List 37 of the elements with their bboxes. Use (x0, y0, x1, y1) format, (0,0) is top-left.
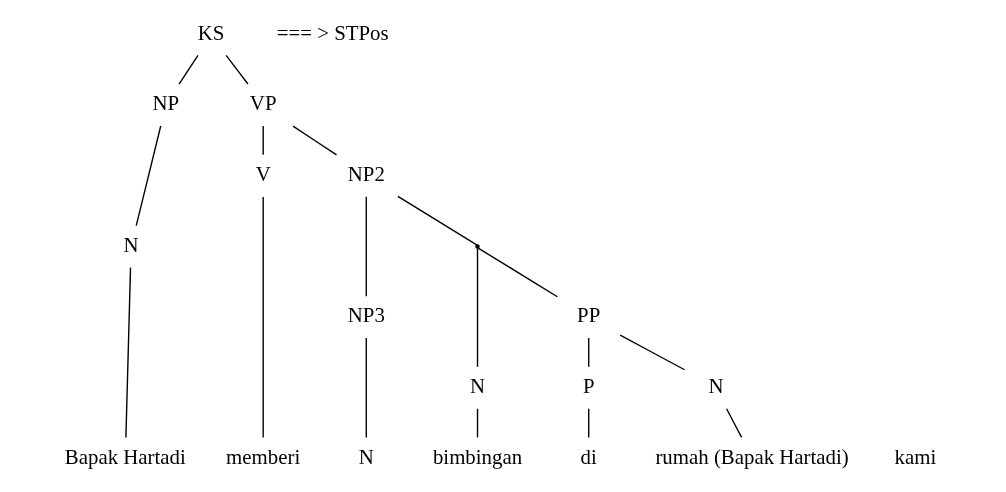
node-text: bimbingan (432, 444, 523, 469)
label: === > STPos (276, 20, 389, 45)
connector (476, 407, 479, 438)
node-text: NP3 (347, 302, 385, 327)
connector (477, 246, 559, 297)
label: kami (894, 444, 937, 469)
node-text: PP (577, 302, 601, 327)
node-text: memberi (226, 444, 301, 469)
connector (125, 266, 132, 438)
connector (397, 195, 478, 246)
node-text: P (582, 373, 595, 398)
connector (225, 54, 249, 85)
node-text: N (123, 232, 139, 257)
connector (262, 124, 264, 155)
node-text: VP (249, 90, 277, 115)
connector (135, 124, 162, 226)
connector (292, 124, 338, 156)
node-text: KS (197, 20, 225, 45)
node-text: N (358, 444, 374, 469)
node-text: N (469, 373, 486, 398)
node-text: NP2 (347, 161, 385, 186)
node-text: NP (152, 90, 180, 115)
connector (262, 195, 264, 438)
node-text: rumah (Bapak Hartadi) (655, 444, 849, 469)
connector (178, 54, 199, 85)
connector (476, 247, 479, 367)
node-text: di (580, 444, 597, 469)
connector (588, 407, 590, 438)
node-text: V (255, 161, 271, 186)
connector (365, 195, 367, 297)
connector (725, 407, 743, 438)
connector (588, 336, 590, 367)
node-text: N (708, 373, 724, 398)
node-text: Bapak Hartadi (64, 444, 186, 469)
connector (365, 336, 367, 438)
node-point (475, 243, 480, 249)
connector (619, 334, 686, 370)
